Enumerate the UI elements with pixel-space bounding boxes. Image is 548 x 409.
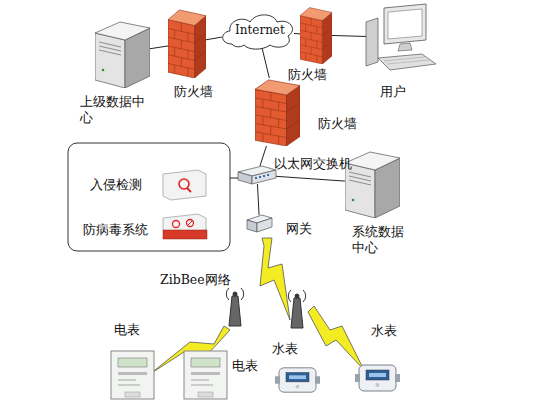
node-label: 防火墙 [288,67,327,83]
electric-meter-icon [111,351,154,399]
cloud-node: Internet [222,14,294,48]
node-label: 水表 [371,323,397,339]
electric-meter-icon [184,351,227,399]
antenna-icon [226,288,305,328]
firewall-node: 防火墙 [300,6,332,64]
node-label: 水表 [272,341,298,357]
water-meter-icon [275,368,320,392]
switch-icon [238,166,276,184]
group-frame [68,143,230,251]
antivirus-icon [163,214,207,239]
gateway-icon [247,215,272,232]
node-label: 入侵检测 [90,177,142,193]
firewall-icon [168,10,206,78]
node-label: 用户 [380,84,406,100]
node-label: 电表 [232,358,258,374]
server-node: 系统数据中心 [345,148,400,218]
node-label: 防病毒系统 [83,222,148,238]
firewall-icon [300,8,332,64]
network-link [276,176,345,181]
firewall-node: 防火墙 [168,8,206,78]
node-label: Internet [235,22,285,38]
wireless-bolt [150,238,364,374]
server-node: 上级数据中心 [95,18,150,88]
network-link [332,35,366,36]
node-label: 上级数据中心 [80,94,152,126]
network-link [257,184,259,215]
cloud-shape [223,15,293,49]
network-link [150,46,168,49]
node-label: 网关 [286,221,312,237]
meter-node: 电表 [110,350,155,400]
intrusion-icon [163,170,206,200]
gateway-node: 网关 [247,215,272,232]
antivirus-node: 防病毒系统 [163,214,207,239]
computer-icon [366,4,436,70]
meter-node: 水表 [355,362,400,394]
computer-node: 用户 [366,4,436,71]
network-label: ZibBee网络 [160,272,231,288]
server-icon [95,22,150,88]
network-link [294,33,300,34]
water-meter-icon [355,365,400,391]
node-label: 系统数据中心 [352,224,408,256]
intrusion-node: 入侵检测 [163,170,206,200]
network-link [262,48,269,78]
server-icon [345,152,400,218]
node-label: 以太网交换机 [274,156,352,172]
meter-node: 水表 [275,365,320,395]
node-label: 防火墙 [318,116,357,132]
meter-node: 电表 [183,350,228,400]
network-link [260,146,267,166]
network-link [206,37,222,40]
node-label: 防火墙 [174,84,213,100]
node-label: 电表 [114,322,140,338]
switch-node: 以太网交换机 [238,166,276,184]
firewall-icon [255,80,300,146]
firewall-node: 防火墙 [255,78,300,146]
